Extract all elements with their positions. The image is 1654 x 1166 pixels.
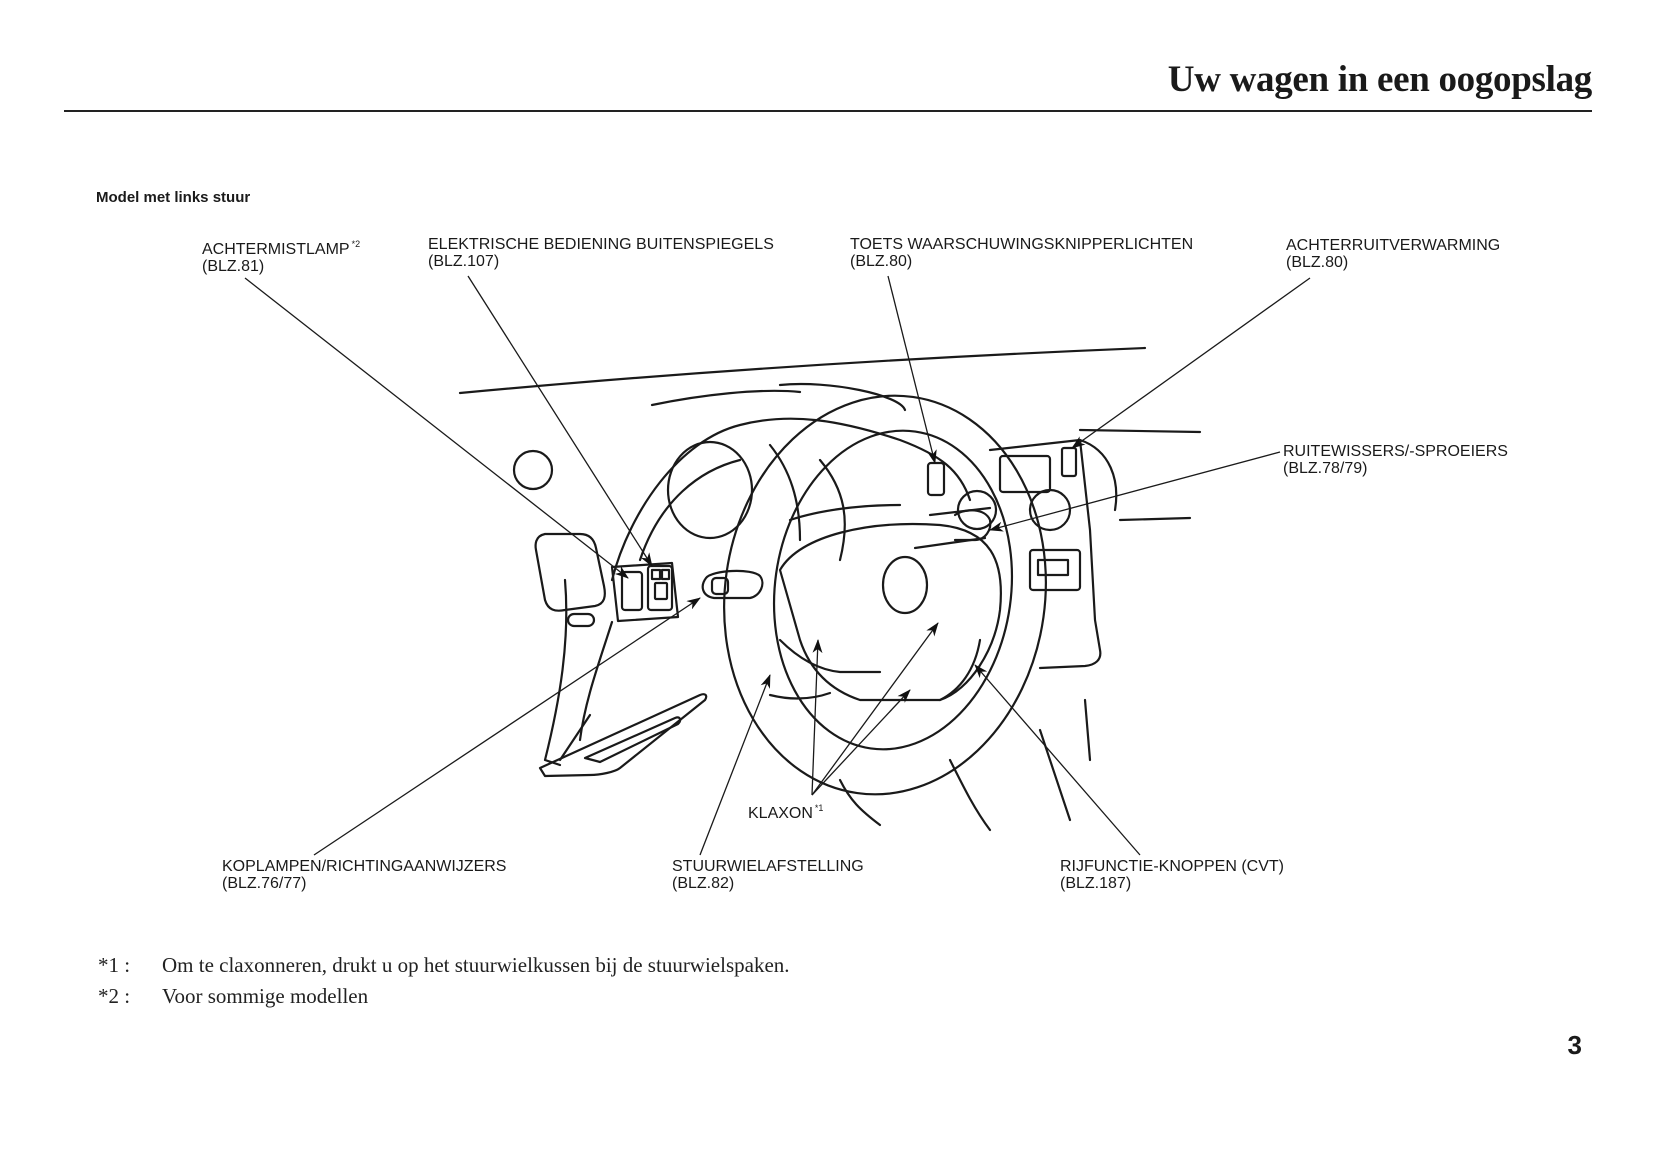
left-vent bbox=[512, 449, 554, 491]
wiper-stalk bbox=[953, 509, 992, 542]
callout-waarschuwingsknipperlichten: TOETS WAARSCHUWINGSKNIPPERLICHTEN (BLZ.8… bbox=[850, 236, 1193, 270]
fog-lamp-switch bbox=[620, 570, 644, 612]
callout-label: ACHTERRUITVERWARMING bbox=[1286, 237, 1501, 254]
footnote-text: Voor sommige modellen bbox=[162, 984, 369, 1008]
rear-defrost-switch bbox=[1060, 446, 1078, 478]
page-reference: (BLZ.81) bbox=[202, 258, 265, 275]
footnote-ref: *1 bbox=[814, 803, 824, 813]
leader-stuurwielafstelling bbox=[699, 674, 771, 856]
left-panel bbox=[534, 532, 606, 612]
footnotes: *1 : Om te claxonneren, drukt u op het s… bbox=[98, 950, 790, 1012]
page-reference: (BLZ.78/79) bbox=[1283, 460, 1368, 477]
footnote-text: Om te claxonneren, drukt u op het stuurw… bbox=[162, 953, 790, 977]
footnote: *2 : Voor sommige modellen bbox=[98, 981, 790, 1012]
glove-box bbox=[538, 693, 708, 778]
page-reference: (BLZ.187) bbox=[1060, 875, 1132, 892]
callout-rijfunctie: RIJFUNCTIE-KNOPPEN (CVT) (BLZ.187) bbox=[1060, 858, 1284, 892]
leader-klaxon-3 bbox=[811, 689, 911, 796]
footnote-mark: *2 : bbox=[98, 984, 131, 1008]
callout-label: RUITEWISSERS/-SPROEIERS bbox=[1283, 443, 1508, 460]
callout-label: TOETS WAARSCHUWINGSKNIPPERLICHTEN bbox=[850, 236, 1194, 253]
callout-ruitewissers: RUITEWISSERS/-SPROEIERS (BLZ.78/79) bbox=[1283, 443, 1508, 477]
page-reference: (BLZ.80) bbox=[850, 253, 913, 270]
header-rule bbox=[64, 110, 1592, 112]
horn-pad-emblem bbox=[881, 555, 929, 615]
callout-achterruitverwarming: ACHTERRUITVERWARMING (BLZ.80) bbox=[1286, 237, 1500, 271]
leader-klaxon-2 bbox=[811, 622, 939, 796]
callout-label: RIJFUNCTIE-KNOPPEN (CVT) bbox=[1060, 858, 1284, 875]
steering-hub bbox=[778, 522, 1002, 702]
steering-wheel-inner bbox=[772, 429, 1014, 751]
radio-display bbox=[998, 454, 1052, 494]
page-reference: (BLZ.80) bbox=[1286, 254, 1349, 271]
leader-achtermistlamp bbox=[244, 277, 629, 579]
center-console bbox=[988, 438, 1102, 670]
callout-buitenspiegels: ELEKTRISCHE BEDIENING BUITENSPIEGELS (BL… bbox=[428, 236, 774, 270]
leader-buitenspiegels bbox=[467, 275, 653, 567]
leader-ruitewissers bbox=[989, 451, 1281, 532]
hazard-switch bbox=[926, 461, 946, 497]
callout-koplampen: KOPLAMPEN/RICHTINGAANWIJZERS (BLZ.76/77) bbox=[222, 858, 506, 892]
callout-label: STUURWIELAFSTELLING bbox=[672, 858, 864, 875]
callout-klaxon: KLAXON*1 bbox=[748, 800, 823, 822]
callout-label: ELEKTRISCHE BEDIENING BUITENSPIEGELS bbox=[428, 236, 774, 253]
callout-label: KOPLAMPEN/RICHTINGAANWIJZERS bbox=[222, 858, 507, 875]
gauge-left bbox=[666, 440, 754, 540]
right-vent bbox=[1028, 488, 1072, 532]
footnote-mark: *1 : bbox=[98, 953, 131, 977]
page-title: Uw wagen in een oogopslag bbox=[1167, 59, 1593, 100]
section-subtitle: Model met links stuur bbox=[96, 189, 251, 206]
oval-button bbox=[701, 569, 764, 600]
steering-wheel-outer bbox=[723, 394, 1047, 796]
footnote: *1 : Om te claxonneren, drukt u op het s… bbox=[98, 950, 790, 981]
leader-koplampen bbox=[313, 597, 701, 856]
page-reference: (BLZ.82) bbox=[672, 875, 735, 892]
leader-achterruitverwarming bbox=[1071, 277, 1311, 449]
pedal-area bbox=[1038, 728, 1072, 822]
page-reference: (BLZ.76/77) bbox=[222, 875, 307, 892]
dash-hood bbox=[650, 389, 802, 407]
leader-rijfunctie bbox=[974, 664, 1141, 856]
dash-top-line bbox=[458, 346, 1147, 395]
leader-klaxon-1 bbox=[811, 639, 823, 796]
page-number: 3 bbox=[1567, 1030, 1582, 1060]
page-reference: (BLZ.107) bbox=[428, 253, 500, 270]
callout-achtermistlamp: ACHTERMISTLAMP*2 (BLZ.81) bbox=[202, 236, 360, 275]
callout-label: KLAXON bbox=[748, 805, 813, 822]
leader-waarschuwingsknipperlichten bbox=[887, 275, 937, 464]
mirror-switch bbox=[646, 564, 674, 612]
callout-stuurwielafstelling: STUURWIELAFSTELLING (BLZ.82) bbox=[672, 858, 864, 892]
footnote-ref: *2 bbox=[351, 239, 361, 249]
callout-label: ACHTERMISTLAMP bbox=[202, 241, 350, 258]
